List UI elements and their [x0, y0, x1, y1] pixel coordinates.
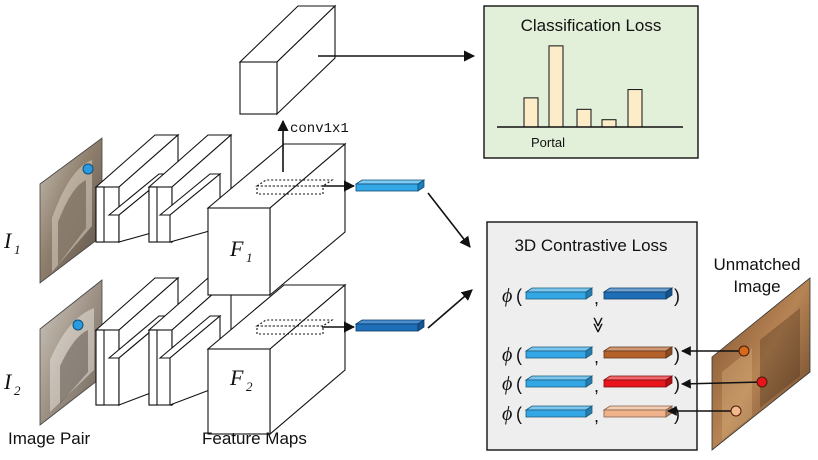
- close-paren: ): [674, 345, 680, 365]
- feature-map-1-subscript: 1: [246, 250, 253, 265]
- unmatched-label-line1: Unmatched: [714, 255, 801, 274]
- classification-bar: [576, 108, 592, 128]
- open-paren: (: [516, 345, 522, 365]
- contrastive-row: ϕ(,): [502, 373, 680, 396]
- phi-symbol: ϕ: [502, 285, 512, 307]
- unmatched-keypoint: [756, 376, 768, 388]
- separator-arrow-icon: ≫: [589, 317, 606, 334]
- classification-bar: [601, 119, 617, 128]
- phi-symbol: ϕ: [502, 373, 512, 395]
- arrow-desc1-to-contrastive: [427, 192, 471, 248]
- keypoint-marker-2: [72, 319, 84, 331]
- anchor-descriptor: [524, 405, 594, 418]
- keypoint-marker-1: [82, 163, 94, 175]
- feature-maps-caption: Feature Maps: [202, 429, 307, 448]
- unmatched-keypoint: [738, 345, 750, 357]
- image-2-subscript: 2: [14, 383, 21, 398]
- contrastive-row: ϕ(,): [502, 344, 680, 367]
- open-paren: (: [516, 374, 522, 394]
- flow-arrows: [277, 50, 476, 333]
- image-pair-caption: Image Pair: [8, 429, 91, 448]
- arrow-desc2-to-contrastive: [427, 289, 473, 329]
- contrastive-row: ϕ(,): [502, 285, 680, 308]
- input-image-1: [39, 137, 103, 284]
- unmatched-label-line2: Image: [733, 277, 780, 296]
- backbone-top: [94, 133, 233, 244]
- comma: ,: [594, 376, 599, 396]
- unmatched-keypoint: [730, 405, 742, 417]
- comma: ,: [594, 288, 599, 308]
- phi-symbol: ϕ: [502, 403, 512, 425]
- contrastive-rows: ϕ(,)ϕ(,)ϕ(,)ϕ(,): [502, 285, 680, 426]
- descriptor-1: [354, 179, 426, 192]
- compared-descriptor: [602, 287, 674, 300]
- comma: ,: [594, 406, 599, 426]
- contrastive-row: ϕ(,): [502, 403, 680, 426]
- close-paren: ): [674, 374, 680, 394]
- feature-map-2-subscript: 2: [246, 379, 253, 394]
- unmatched-link-arrow: [681, 378, 763, 389]
- open-paren: (: [516, 286, 522, 306]
- compared-descriptor: [602, 405, 674, 418]
- feature-map-1: [206, 142, 347, 297]
- image-1-subscript: 1: [14, 242, 21, 257]
- contrastive-loss-panel: 3D Contrastive Loss ϕ(,)ϕ(,)ϕ(,)ϕ(,) ≫: [486, 221, 698, 451]
- comma: ,: [594, 347, 599, 367]
- classification-loss-panel: Classification Loss Portal: [483, 5, 699, 159]
- image-1-label: I: [3, 228, 13, 253]
- feature-map-2: [206, 283, 347, 436]
- compared-descriptor: [602, 375, 674, 388]
- classification-bars: [523, 45, 643, 128]
- anchor-descriptor: [524, 375, 594, 388]
- open-paren: (: [516, 404, 522, 424]
- classification-bar: [627, 89, 643, 128]
- descriptor-2: [354, 319, 426, 332]
- anchor-descriptor: [524, 346, 594, 359]
- compared-descriptor: [602, 346, 674, 359]
- anchor-descriptor: [524, 287, 594, 300]
- conv-output-block: [238, 4, 337, 116]
- close-paren: ): [674, 404, 680, 424]
- classification-bar: [548, 45, 564, 128]
- unmatched-image: [711, 277, 811, 451]
- image-2-label: I: [3, 369, 13, 394]
- contrastive-loss-title: 3D Contrastive Loss: [514, 236, 667, 255]
- close-paren: ): [674, 286, 680, 306]
- classification-bar: [523, 97, 539, 128]
- feature-map-2-label: F: [229, 365, 244, 390]
- classification-loss-title: Classification Loss: [521, 16, 662, 35]
- conv-label: conv1x1: [290, 121, 349, 137]
- unmatched-links: [667, 345, 768, 417]
- input-image-2: [39, 279, 103, 426]
- phi-symbol: ϕ: [502, 344, 512, 366]
- classification-category-label: Portal: [531, 135, 565, 150]
- feature-map-1-label: F: [229, 236, 244, 261]
